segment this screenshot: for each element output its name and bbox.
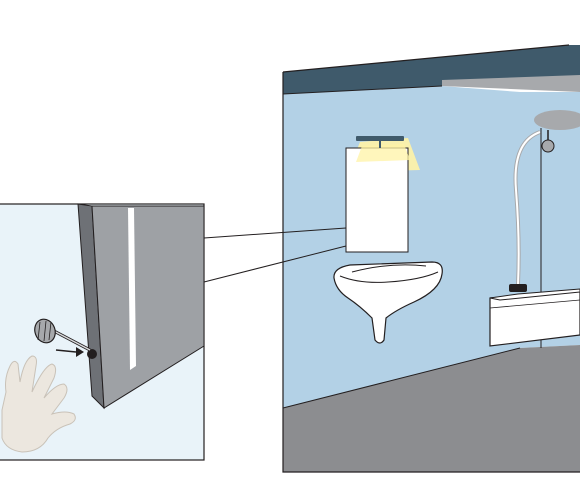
door-highlight-strip xyxy=(128,208,136,370)
callout-detail xyxy=(0,203,205,461)
shower xyxy=(509,130,555,292)
wash-basin-icon xyxy=(333,261,443,344)
light-glow-overlay xyxy=(356,144,410,162)
room-outline xyxy=(282,72,580,473)
ceiling-shelf xyxy=(442,75,580,130)
mirror-icon xyxy=(345,147,409,253)
shower-hose-highlight xyxy=(514,131,541,285)
door-hole xyxy=(87,349,97,359)
ceiling-inner-edge xyxy=(282,85,443,95)
arrow-icon xyxy=(55,347,84,357)
callout-connector xyxy=(203,227,347,283)
shower-head-icon xyxy=(541,139,555,153)
bathtub-icon xyxy=(489,288,580,347)
mirror-group xyxy=(345,136,420,253)
room xyxy=(282,44,580,473)
knob-icon xyxy=(34,318,91,352)
hand-icon xyxy=(1,355,76,453)
floor-edge xyxy=(282,347,521,409)
back-wall xyxy=(520,92,580,348)
ceiling-shelf-panel xyxy=(442,75,580,92)
light-fixture-icon xyxy=(356,136,404,141)
floor xyxy=(283,345,580,472)
cabinet-door-face xyxy=(91,205,205,409)
ceiling-edge xyxy=(282,44,570,73)
bathtub-rim-line xyxy=(489,299,580,309)
shower-valve xyxy=(509,284,527,292)
ceiling-disk xyxy=(534,110,580,130)
